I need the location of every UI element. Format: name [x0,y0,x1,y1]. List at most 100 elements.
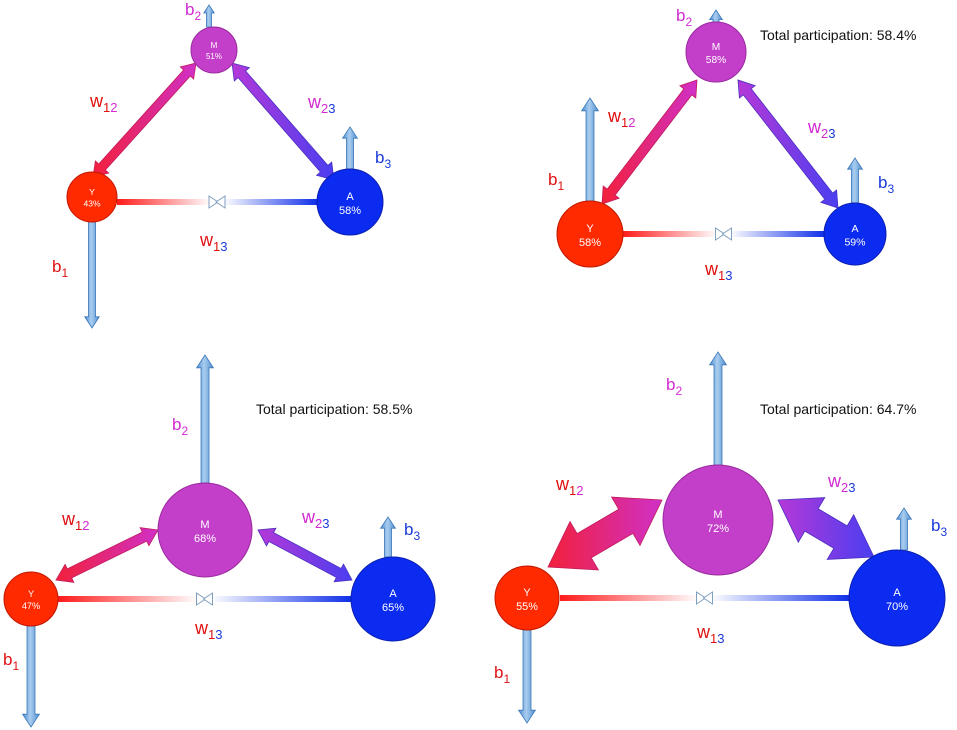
w12-arrow [547,496,663,571]
b2-label: b2 [666,375,682,398]
node-Y-value: 43% [83,199,100,209]
b2-label: b2 [676,6,692,29]
node-Y-circle [494,565,560,631]
w23-label: w23 [807,117,835,141]
node-A-circle [316,168,384,236]
node-A: A 65% [350,556,436,642]
w13-head-right [715,227,726,241]
node-Y: Y43% [66,171,118,223]
w12-label: w12 [607,106,635,130]
node-M: M 72% [662,464,774,576]
node-M: M58% [685,21,747,83]
node-A-value: 59% [844,237,865,249]
b2-arrow [708,351,728,466]
node-A-value: 65% [382,602,404,614]
w13-head-left [202,592,213,606]
node-Y-value: 55% [516,601,538,613]
node-A-circle [823,202,887,266]
node-Y: Y 55% [494,565,560,631]
node-A: A 70% [848,549,946,647]
w13-left-bar [117,199,211,205]
node-Y-circle [556,200,624,268]
node-Y-label: Y [523,587,531,599]
b2-arrow [203,4,216,28]
b1-arrow [21,625,41,728]
w23-arrow [737,79,839,209]
w12-label: w12 [61,509,89,533]
w13-link [58,592,351,606]
node-A-label: A [851,223,858,235]
node-M-label: M [200,519,209,531]
b1-arrow [517,629,537,724]
b1-label: b1 [548,170,564,193]
node-Y: Y47% [3,571,59,627]
b2-arrow [708,9,724,23]
node-A-label: A [893,587,901,599]
node-M: M 51% [190,26,238,74]
b1-arrow [580,97,600,202]
b1-label: b1 [494,663,510,686]
node-Y-value: 58% [579,237,601,249]
w13-label: w13 [194,618,222,642]
w23-label: w23 [827,471,855,495]
w13-head-right [196,592,207,606]
b2-arrow [195,354,215,484]
panel-bottom-left: Y47% M 68% A 65% b1 b2 b3 w12 w23 w13 Total partici… [3,354,436,728]
node-A-label: A [389,588,397,600]
node-Y-label: Y [586,223,594,235]
w23-label: w23 [301,507,329,531]
w12-label: w12 [555,474,583,498]
w12-arrow [601,79,698,205]
node-M-label: M [713,509,722,521]
total-participation-text: Total participation: 64.7% [760,401,916,417]
node-M: M 68% [157,482,253,578]
w13-label: w13 [199,230,227,254]
b3-arrow [341,126,359,170]
w13-left-bar [58,596,199,602]
w13-link [560,591,849,605]
node-M-label: M [712,42,721,53]
w12-arrow [55,527,159,583]
node-A-circle [350,556,436,642]
node-A-value: 58% [339,205,361,217]
node-M-value: 68% [194,533,216,545]
w12-label: w12 [89,91,117,115]
w23-arrow [777,497,875,560]
b3-label: b3 [404,520,420,543]
b1-label: b1 [3,650,19,673]
node-A-circle [848,549,946,647]
w13-right-bar [210,596,351,602]
b3-label: b3 [878,173,894,196]
node-M-label: M [211,41,218,50]
node-Y-circle [66,171,118,223]
node-Y-value: 47% [22,601,40,611]
node-M-value: 72% [707,523,729,535]
w13-left-bar [623,231,718,237]
node-M-value: 51% [206,52,222,61]
b2-label: b2 [172,415,188,438]
b1-arrow [83,221,101,329]
b3-label: b3 [375,148,391,171]
w13-right-bar [710,595,849,601]
node-M-circle [157,482,253,578]
w13-head-left [721,227,732,241]
w23-arrow [231,62,335,181]
w23-label: w23 [307,92,335,116]
w13-label: w13 [704,259,732,283]
w13-right-bar [223,199,317,205]
b3-arrow [846,157,864,204]
w13-head-left [215,195,226,209]
node-M-circle [662,464,774,576]
b2-label: b2 [185,0,201,23]
b3-label: b3 [931,516,947,539]
node-A-value: 70% [886,601,908,613]
w13-link [623,227,824,241]
w12-arrow [92,62,197,178]
w13-head-right [208,195,219,209]
node-A-label: A [346,191,354,203]
total-participation-text: Total participation: 58.5% [256,401,412,417]
